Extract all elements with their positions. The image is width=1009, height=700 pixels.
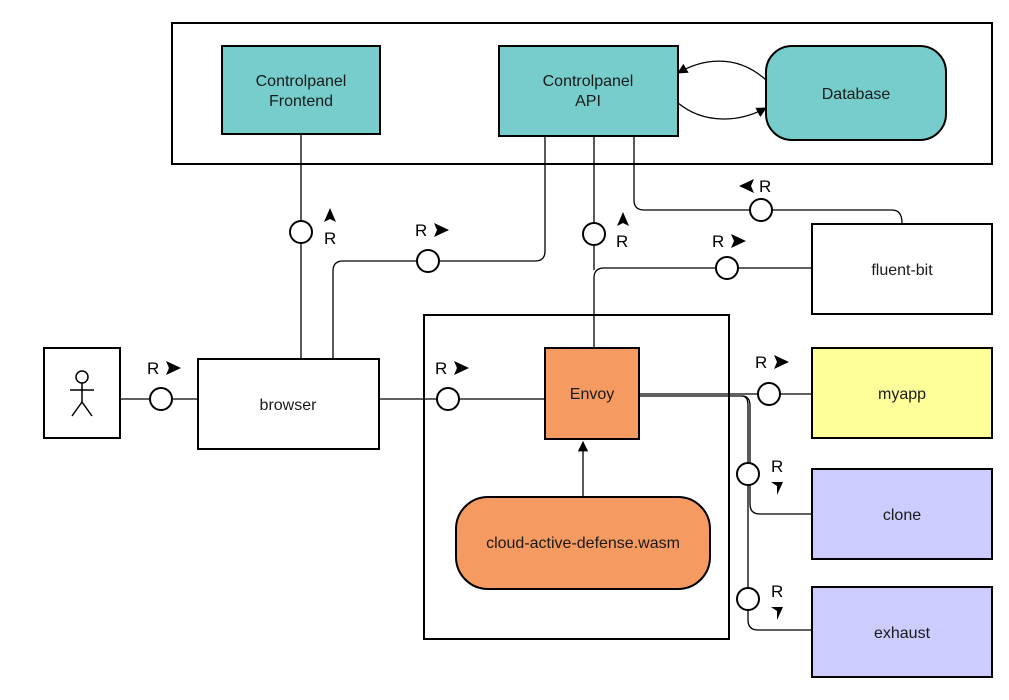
node-myapp[interactable]: myapp: [811, 347, 993, 439]
port-label-user-browser: R: [147, 359, 159, 378]
port-api-browser: [416, 249, 440, 273]
port-label-envoy-fluentbit: R: [712, 232, 724, 251]
triangle-right-icon: [166, 361, 181, 375]
port-label-browser-envoy: R: [435, 359, 447, 378]
triangle-left-icon: [739, 179, 754, 193]
fluent-bit-label: fluent-bit: [871, 262, 933, 279]
node-exhaust[interactable]: exhaust: [811, 586, 993, 678]
port-label-frontend: R: [324, 229, 336, 248]
clone-label: clone: [883, 507, 921, 524]
port-label-envoy-clone: R: [771, 457, 783, 476]
port-api-envoy: [582, 222, 606, 246]
port-frontend-browser: [289, 220, 313, 244]
triangle-right-icon: [454, 361, 469, 375]
node-user[interactable]: [43, 347, 121, 439]
controlpanel-api-label-line2: API: [575, 93, 601, 110]
port-envoy-exhaust: [736, 587, 760, 611]
controlpanel-frontend-box[interactable]: [221, 45, 381, 135]
database-box[interactable]: [765, 45, 947, 141]
port-label-envoy-myapp: R: [755, 353, 767, 372]
proxy-boundary: [423, 314, 730, 640]
triangle-right-icon: [731, 234, 746, 248]
clone-box[interactable]: [811, 468, 993, 560]
fluent-bit-box[interactable]: [811, 223, 993, 315]
exhaust-box[interactable]: [811, 586, 993, 678]
controlpanel-api-box[interactable]: [498, 45, 679, 137]
edge-fluentbit-api: [633, 136, 903, 224]
controlpanel-frontend-label-line1: Controlpanel: [256, 73, 347, 90]
envoy-label: Envoy: [570, 386, 614, 403]
node-controlpanel-frontend[interactable]: Controlpanel Frontend: [221, 45, 381, 135]
edge-database-api: [677, 60, 767, 81]
envoy-box[interactable]: [544, 347, 640, 440]
port-labels: R R R R R R R R R R: [147, 177, 789, 620]
port-user-browser: [149, 387, 173, 411]
control-plane-boundary: [171, 22, 993, 165]
port-label-fluentbit-api: R: [759, 177, 771, 196]
controlpanel-api-label-line1: Controlpanel: [543, 73, 634, 90]
edge-envoy-fluentbit: [593, 267, 812, 348]
node-fluent-bit[interactable]: fluent-bit: [811, 223, 993, 315]
stick-figure-icon: [70, 370, 94, 417]
triangle-up-icon: [324, 208, 336, 222]
port-label-envoy-exhaust: R: [771, 582, 783, 601]
node-envoy[interactable]: Envoy: [544, 347, 640, 440]
triangle-up-icon: [617, 212, 629, 226]
node-clone[interactable]: clone: [811, 468, 993, 560]
port-envoy-clone: [736, 462, 760, 486]
port-envoy-fluentbit: [715, 256, 739, 280]
triangle-down-icon: [771, 607, 783, 620]
triangle-down-icon: [771, 482, 783, 495]
triangle-right-icon: [774, 355, 789, 369]
controlpanel-frontend-label-line2: Frontend: [269, 93, 333, 110]
exhaust-label: exhaust: [874, 625, 931, 642]
edge-api-database: [677, 102, 767, 120]
port-fluentbit-api: [749, 198, 773, 222]
node-database[interactable]: Database: [765, 45, 947, 141]
node-browser[interactable]: browser: [197, 358, 380, 450]
wasm-label: cloud-active-defense.wasm: [486, 535, 680, 552]
browser-box[interactable]: [197, 358, 380, 450]
triangle-right-icon: [434, 223, 449, 237]
myapp-box[interactable]: [811, 347, 993, 439]
database-label: Database: [822, 86, 891, 103]
myapp-label: myapp: [878, 386, 926, 403]
node-controlpanel-api[interactable]: Controlpanel API: [498, 45, 679, 137]
edge-envoy-exhaust: [741, 395, 812, 631]
edges: [120, 60, 903, 631]
port-browser-envoy: [436, 387, 460, 411]
node-wasm[interactable]: cloud-active-defense.wasm: [455, 496, 711, 590]
wasm-box[interactable]: [455, 496, 711, 590]
port-label-api-browser: R: [415, 221, 427, 240]
browser-label: browser: [260, 397, 318, 414]
port-envoy-myapp: [757, 382, 781, 406]
port-label-api-envoy: R: [616, 232, 628, 251]
